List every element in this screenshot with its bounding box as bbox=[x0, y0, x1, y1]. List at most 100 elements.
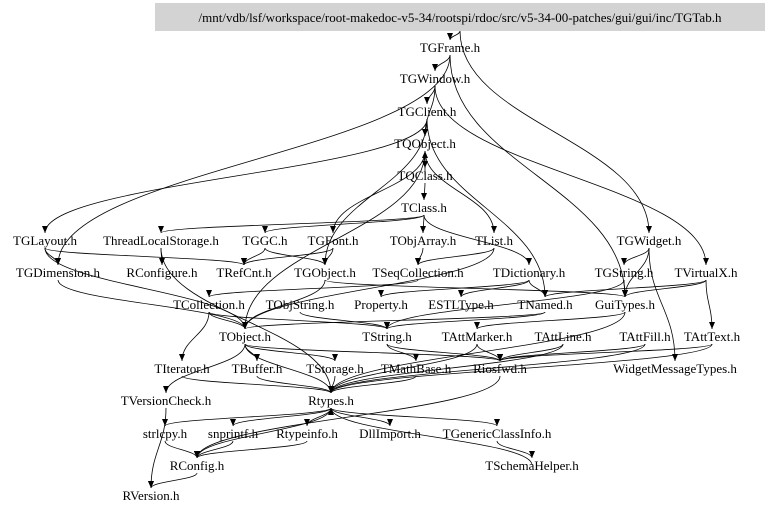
edge-tseqcollection-to-tcollection bbox=[208, 279, 419, 298]
node-tqclass[interactable]: TQClass.h bbox=[397, 168, 453, 183]
edge-tgclient-to-tnamed bbox=[426, 118, 546, 298]
edge-rtypes-to-tgenericclassinfo bbox=[330, 407, 498, 427]
edge-tatttext-to-rtypes bbox=[330, 343, 713, 394]
node-tgwidget[interactable]: TGWidget.h bbox=[617, 233, 682, 248]
node-rtypes[interactable]: Rtypes.h bbox=[308, 393, 354, 408]
edge-tvirtualx-to-tatttext bbox=[705, 279, 713, 330]
node-label: TGFrame.h bbox=[420, 40, 481, 55]
node-tstring[interactable]: TString.h bbox=[362, 329, 412, 344]
edge-guitypes-to-rtypes bbox=[330, 311, 626, 394]
node-tggc[interactable]: TGGC.h bbox=[242, 233, 288, 248]
node-tbuffer[interactable]: TBuffer.h bbox=[232, 361, 283, 376]
node-label: snprintf.h bbox=[208, 426, 259, 441]
node-dllimport[interactable]: DllImport.h bbox=[359, 426, 421, 441]
edge-tdictionary-to-tnamed bbox=[528, 279, 546, 298]
node-tgdimension[interactable]: TGDimension.h bbox=[16, 265, 101, 280]
node-tcollection[interactable]: TCollection.h bbox=[173, 297, 245, 312]
node-tlist[interactable]: TList.h bbox=[475, 233, 513, 248]
arrowhead bbox=[383, 321, 390, 329]
arrowhead bbox=[423, 96, 430, 104]
node-tschemahelper[interactable]: TSchemaHelper.h bbox=[485, 458, 579, 473]
node-rconfigure[interactable]: RConfigure.h bbox=[126, 265, 198, 280]
node-label: TRefCnt.h bbox=[216, 265, 272, 280]
edge-rtypes-to-rconfig bbox=[196, 407, 332, 459]
arrowhead bbox=[496, 353, 503, 361]
node-tglayout[interactable]: TGLayout.h bbox=[13, 233, 77, 248]
node-snprintf[interactable]: snprintf.h bbox=[208, 426, 259, 441]
node-tobject[interactable]: TObject.h bbox=[219, 329, 272, 344]
arrowhead bbox=[161, 418, 168, 426]
node-widgetmessagetypes[interactable]: WidgetMessageTypes.h bbox=[613, 361, 737, 376]
edge-tcollection-to-tstring bbox=[208, 311, 388, 330]
edge-tstring-to-riosfwd bbox=[386, 343, 501, 362]
node-tgclient[interactable]: TGClient.h bbox=[398, 104, 457, 119]
edge-tgframe-to-guitypes bbox=[449, 54, 626, 298]
node-tgobject[interactable]: TGObject.h bbox=[294, 265, 356, 280]
node-rconfig[interactable]: RConfig.h bbox=[170, 458, 225, 473]
node-tstorage[interactable]: TStorage.h bbox=[306, 361, 364, 376]
edge-tlist-to-tobject bbox=[244, 247, 495, 330]
node-rversion[interactable]: RVersion.h bbox=[122, 488, 180, 503]
node-label: TNamed.h bbox=[517, 297, 573, 312]
arrowhead bbox=[490, 225, 497, 233]
node-estltype[interactable]: ESTLType.h bbox=[428, 297, 494, 312]
node-titerator[interactable]: TIterator.h bbox=[154, 361, 210, 376]
node-tversioncheck[interactable]: TVersionCheck.h bbox=[121, 393, 212, 408]
node-strlcpy[interactable]: strlcpy.h bbox=[143, 426, 188, 441]
arrowhead bbox=[419, 225, 426, 233]
edge-tattfill-to-riosfwd bbox=[499, 343, 646, 362]
edge-tschemahelper-to-rtypes bbox=[330, 407, 533, 466]
node-riosfwd[interactable]: Riosfwd.h bbox=[473, 361, 527, 376]
node-tdictionary[interactable]: TDictionary.h bbox=[493, 265, 566, 280]
node-tobjstring[interactable]: TObjString.h bbox=[266, 297, 335, 312]
node-tmathbase[interactable]: TMathBase.h bbox=[381, 361, 452, 376]
node-label: TObjString.h bbox=[266, 297, 335, 312]
node-tqobject[interactable]: TQObject.h bbox=[394, 136, 456, 151]
node-tgfont[interactable]: TGFont.h bbox=[308, 233, 359, 248]
node-tgwindow[interactable]: TGWindow.h bbox=[400, 71, 471, 86]
node-tseqcollection[interactable]: TSeqCollection.h bbox=[372, 265, 464, 280]
edge-tgfont-to-trefcnt bbox=[243, 247, 334, 266]
root-node[interactable]: /mnt/vdb/lsf/workspace/root-makedoc-v5-3… bbox=[155, 3, 765, 31]
node-label: WidgetMessageTypes.h bbox=[613, 361, 737, 376]
arrowhead bbox=[493, 418, 500, 426]
edge-tdictionary-to-estltype bbox=[460, 279, 530, 298]
arrowhead bbox=[261, 225, 268, 233]
node-tvirtualx[interactable]: TVirtualX.h bbox=[674, 265, 738, 280]
node-property[interactable]: Property.h bbox=[354, 297, 408, 312]
edge-tmathbase-to-rtypes bbox=[330, 375, 417, 394]
edge-tgframe-to-tgdimension bbox=[57, 54, 451, 266]
node-trefcnt[interactable]: TRefCnt.h bbox=[216, 265, 272, 280]
edge-tvirtualx-to-tnamed bbox=[544, 279, 707, 298]
edge-riosfwd-to-rconfig bbox=[196, 375, 501, 459]
node-tobjarray[interactable]: TObjArray.h bbox=[390, 233, 457, 248]
edge-tgstring-to-tstring bbox=[386, 279, 625, 330]
node-rtypeinfo[interactable]: Rtypeinfo.h bbox=[276, 426, 338, 441]
node-tattfill[interactable]: TAttFill.h bbox=[619, 329, 671, 344]
node-label: TSeqCollection.h bbox=[372, 265, 464, 280]
node-tgstring[interactable]: TGString.h bbox=[595, 265, 654, 280]
node-tclass[interactable]: TClass.h bbox=[401, 200, 447, 215]
edge-tattfill-to-rtypes bbox=[330, 343, 646, 394]
node-tgframe[interactable]: TGFrame.h bbox=[420, 40, 481, 55]
node-threadlocalstorage[interactable]: ThreadLocalStorage.h bbox=[103, 233, 219, 248]
node-tattline[interactable]: TAttLine.h bbox=[534, 329, 592, 344]
edge-tqobject-to-tlist bbox=[424, 150, 495, 234]
edge-tvirtualx-to-guitypes bbox=[624, 279, 707, 298]
edge-strlcpy-to-rconfig bbox=[164, 440, 198, 459]
arrowhead bbox=[178, 354, 185, 361]
node-tgenericclassinfo[interactable]: TGenericClassInfo.h bbox=[443, 426, 552, 441]
node-label: GuiTypes.h bbox=[595, 297, 656, 312]
node-tattmarker[interactable]: TAttMarker.h bbox=[442, 329, 513, 344]
node-guitypes[interactable]: GuiTypes.h bbox=[595, 297, 656, 312]
node-label: TAttLine.h bbox=[534, 329, 592, 344]
node-label: TAttMarker.h bbox=[442, 329, 513, 344]
edge-tobject-to-tversioncheck bbox=[165, 343, 246, 394]
edge-tobject-to-riosfwd bbox=[244, 343, 501, 362]
nodes-layer: TGFrame.hTGWindow.hTGClient.hTQObject.hT… bbox=[13, 40, 741, 503]
edge-tgclient-to-tglayout bbox=[44, 118, 428, 234]
arrowhead bbox=[327, 385, 334, 393]
node-tatttext[interactable]: TAttText.h bbox=[684, 329, 741, 344]
node-tnamed[interactable]: TNamed.h bbox=[517, 297, 573, 312]
arrowhead bbox=[525, 258, 532, 265]
